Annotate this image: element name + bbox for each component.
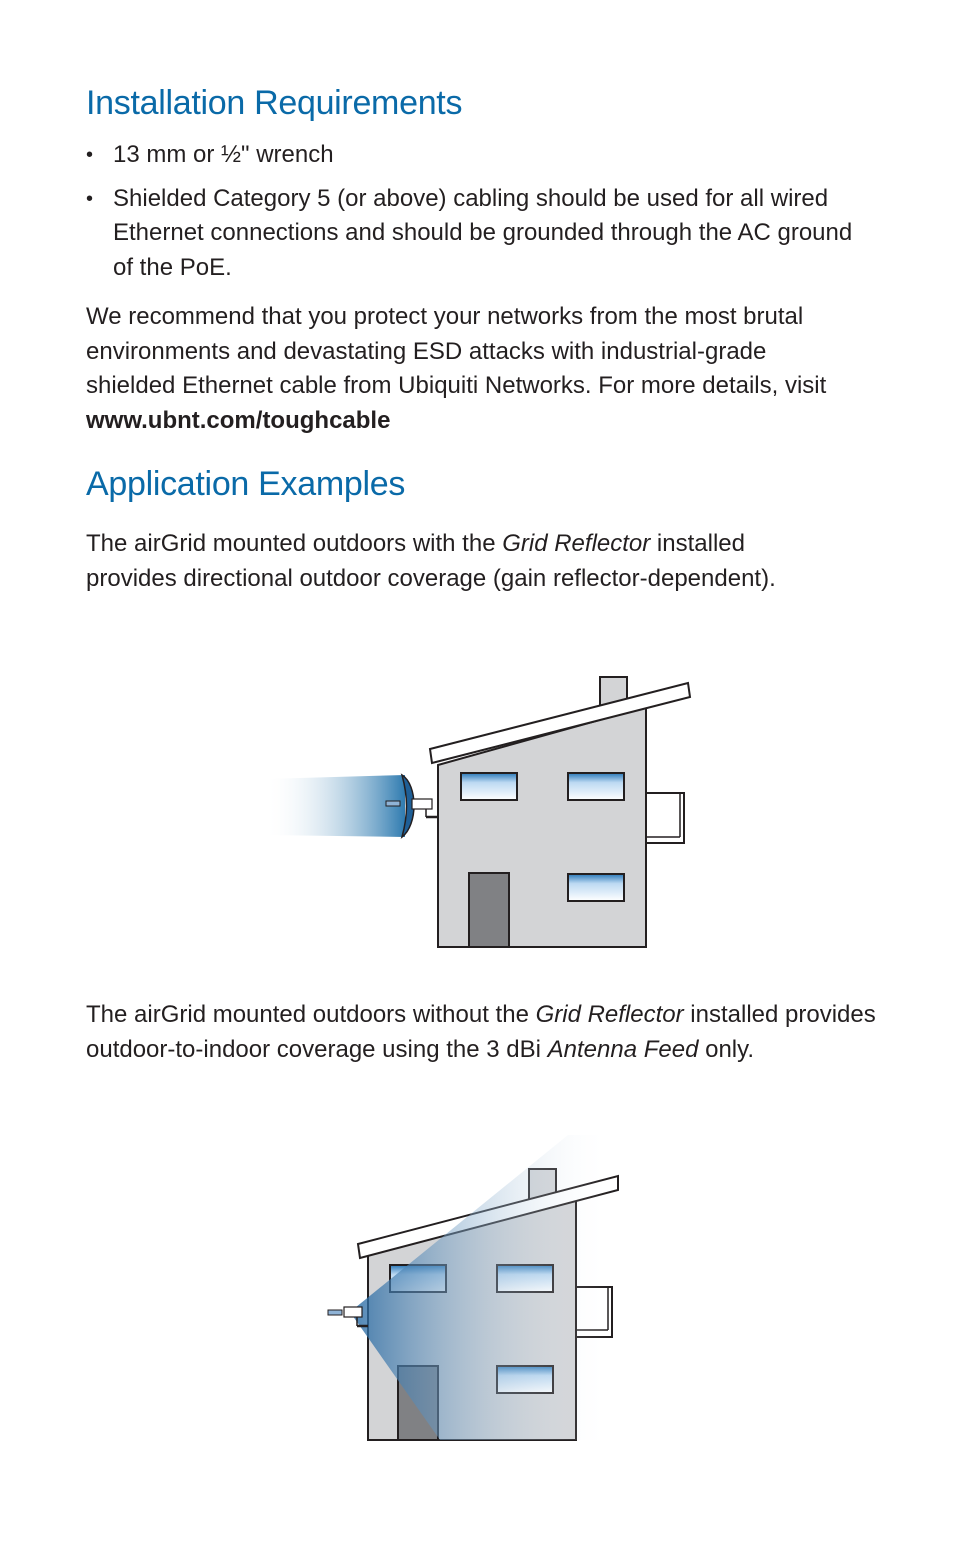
toughcable-link[interactable]: www.ubnt.com/toughcable: [86, 406, 391, 434]
example2-text-end: only.: [698, 1035, 755, 1063]
airgrid-reflector-icon: [385, 773, 438, 839]
example1-text-end: installed provides directional outdoor c…: [86, 530, 776, 592]
recommendation-paragraph: We recommend that you protect your netwo…: [86, 300, 856, 438]
signal-beam: [265, 775, 405, 837]
antenna-feed-term: Antenna Feed: [547, 1035, 699, 1063]
cabling-requirement: Shielded Category 5 (or above) cabling s…: [113, 184, 853, 281]
window: [567, 772, 625, 801]
example1-paragraph: The airGrid mounted outdoors with the Gr…: [86, 527, 776, 596]
recommendation-text: We recommend that you protect your netwo…: [86, 303, 827, 399]
grid-reflector-term: Grid Reflector: [502, 530, 651, 557]
installation-requirements-heading: Installation Requirements: [86, 84, 463, 122]
example2-paragraph: The airGrid mounted outdoors without the…: [86, 998, 876, 1067]
wrench-requirement: 13 mm or ½" wrench: [113, 141, 334, 168]
window: [567, 873, 625, 902]
outdoor-to-indoor-coverage-illustration: [327, 1135, 619, 1441]
directional-coverage-illustration: [265, 676, 692, 948]
bullet: •: [86, 144, 94, 166]
coverage-cone: [350, 1135, 610, 1440]
side-unit: [645, 792, 685, 844]
list-item: • 13 mm or ½" wrench: [86, 138, 866, 173]
example1-text: The airGrid mounted outdoors with the: [86, 530, 503, 557]
roof: [428, 681, 692, 765]
list-item: • Shielded Category 5 (or above) cabling…: [86, 182, 866, 286]
grid-reflector-term: Grid Reflector: [535, 1001, 684, 1028]
door: [468, 872, 510, 948]
requirements-list: • 13 mm or ½" wrench • Shielded Category…: [86, 138, 866, 294]
example2-text-middle: installed provides outdoor-to-indoor cov…: [86, 1001, 876, 1063]
window: [460, 772, 518, 801]
bullet: •: [86, 187, 94, 210]
example2-text: The airGrid mounted outdoors without the: [86, 1001, 536, 1028]
antenna-feed-icon: [327, 1306, 368, 1328]
application-examples-heading: Application Examples: [86, 465, 406, 503]
